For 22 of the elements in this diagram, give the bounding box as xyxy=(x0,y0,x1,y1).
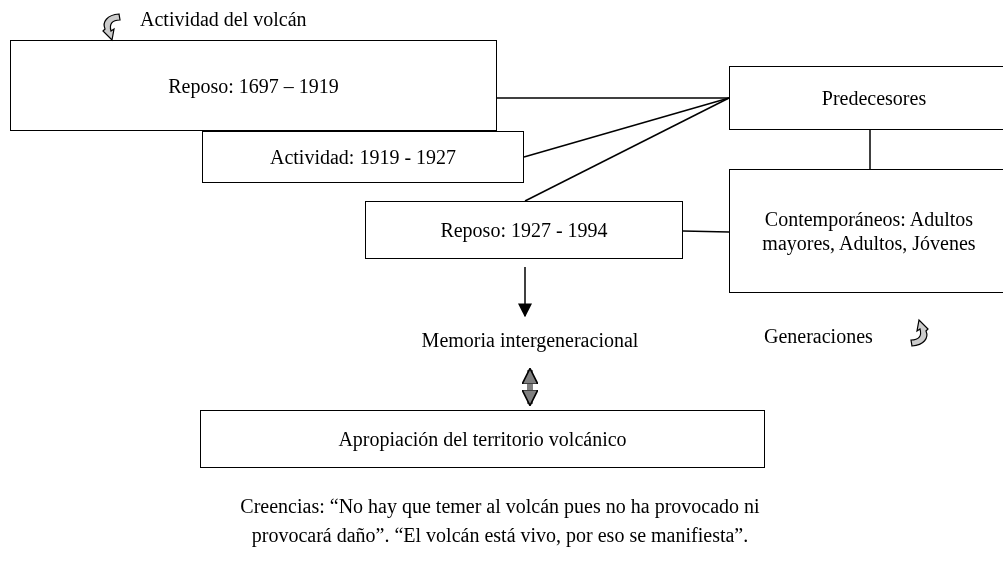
double-arrow xyxy=(521,367,539,407)
process-box xyxy=(729,169,1003,293)
box-label: Reposo: 1697 – 1919 xyxy=(168,73,339,98)
connector-line xyxy=(496,97,730,99)
connector-line xyxy=(682,230,730,233)
process-box xyxy=(202,131,524,183)
process-box xyxy=(365,201,683,259)
box-label: Contemporáneos: Adultos mayores, Adultos, Jóvenes xyxy=(761,207,977,255)
connector-line xyxy=(869,129,871,170)
connector-line xyxy=(524,97,730,202)
process-box xyxy=(200,410,765,468)
heading: Actividad del volcán xyxy=(140,8,307,31)
node-label: Memoria intergeneracional xyxy=(421,328,639,352)
caption-text: Creencias: “No hay que temer al volcán pues no ha provocado ni provocará daño”. “El volcán está vivo, por eso se manifiesta”. xyxy=(239,494,761,549)
box-label: Reposo: 1927 - 1994 xyxy=(440,218,608,242)
box-label: Predecesores xyxy=(821,86,927,110)
process-box xyxy=(10,40,497,131)
box-label: Actividad: 1919 - 1927 xyxy=(269,145,457,169)
process-box xyxy=(729,66,1003,130)
arrow xyxy=(518,266,532,318)
box-label: Apropiación del territorio volcánico xyxy=(338,427,627,451)
label: Generaciones xyxy=(764,325,873,348)
